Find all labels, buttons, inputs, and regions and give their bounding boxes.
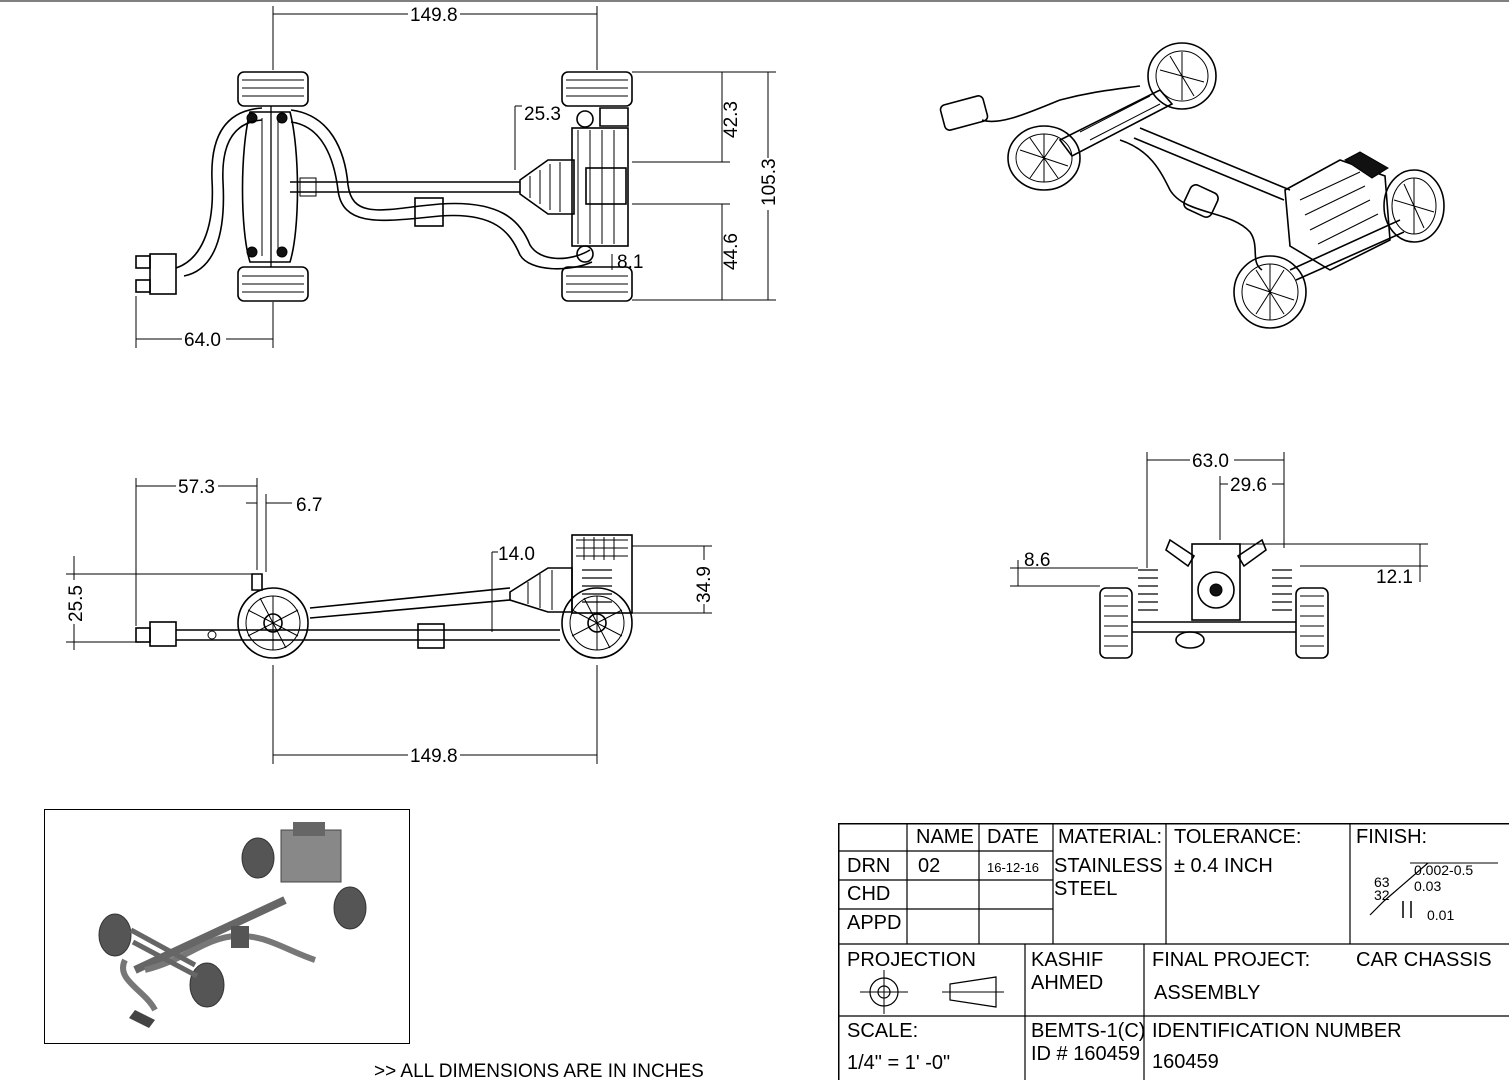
class-id-line2: ID # 160459 bbox=[1031, 1043, 1140, 1065]
finish-roughness-63: 63 bbox=[1374, 874, 1390, 890]
dim-105-3: 105.3 bbox=[759, 158, 780, 206]
finish-label: FINISH: bbox=[1356, 826, 1428, 848]
title-block: NAME DATE MATERIAL: STAINLESS STEEL TOLE… bbox=[838, 823, 1509, 1080]
isometric-shaded-view bbox=[44, 809, 410, 1044]
author-last-name: AHMED bbox=[1031, 972, 1104, 994]
project-label: FINAL PROJECT: bbox=[1152, 949, 1311, 971]
drn-date: 16-12-16 bbox=[987, 860, 1040, 875]
dim-42-3: 42.3 bbox=[721, 101, 742, 138]
front-view: 63.0 29.6 8.6 12.1 bbox=[1010, 450, 1428, 659]
finish-003: 0.03 bbox=[1414, 878, 1442, 894]
appd-label: APPD bbox=[847, 912, 902, 934]
dim-8-1: 8.1 bbox=[617, 252, 643, 273]
dim-6-7: 6.7 bbox=[296, 495, 322, 516]
drn-label: DRN bbox=[847, 855, 891, 877]
dim-44-6: 44.6 bbox=[721, 233, 742, 270]
scale-label: SCALE: bbox=[847, 1020, 919, 1042]
dim-8-6: 8.6 bbox=[1024, 550, 1050, 571]
title-block-grid bbox=[838, 823, 1509, 1080]
dim-57-3: 57.3 bbox=[178, 477, 215, 498]
dim-64-0: 64.0 bbox=[184, 330, 221, 351]
dim-14-0: 14.0 bbox=[498, 544, 535, 565]
dim-34-9: 34.9 bbox=[694, 566, 715, 603]
scale-value: 1/4" = 1' -0" bbox=[847, 1052, 951, 1074]
project-value-line2: ASSEMBLY bbox=[1154, 982, 1261, 1004]
dim-12-1: 12.1 bbox=[1376, 567, 1413, 588]
isometric-wireframe-view bbox=[939, 42, 1445, 329]
dim-wheelbase-top: 149.8 bbox=[410, 5, 458, 26]
finish-roughness-32: 32 bbox=[1374, 887, 1390, 903]
finish-001: 0.01 bbox=[1427, 907, 1455, 923]
drn-name: 02 bbox=[918, 855, 941, 877]
material-value-line1: STAINLESS bbox=[1054, 855, 1163, 877]
author-first-name: KASHIF bbox=[1031, 949, 1104, 971]
tolerance-label: TOLERANCE: bbox=[1174, 826, 1302, 848]
side-view: 57.3 6.7 14.0 25.5 34.9 149.8 bbox=[64, 476, 715, 767]
identification-value: 160459 bbox=[1152, 1051, 1219, 1073]
class-id-line1: BEMTS-1(C) bbox=[1031, 1020, 1146, 1042]
dim-63-0: 63.0 bbox=[1192, 451, 1229, 472]
chd-label: CHD bbox=[847, 883, 891, 905]
first-angle-projection-icon bbox=[860, 970, 1004, 1014]
material-label: MATERIAL: bbox=[1058, 826, 1163, 848]
dim-25-5: 25.5 bbox=[66, 585, 87, 622]
dim-25-3: 25.3 bbox=[524, 104, 561, 125]
finish-range: 0.002-0.5 bbox=[1414, 862, 1474, 878]
name-column-header: NAME bbox=[916, 826, 974, 848]
dim-wheelbase-side: 149.8 bbox=[410, 746, 458, 767]
project-value-line1: CAR CHASSIS bbox=[1356, 949, 1492, 971]
tolerance-value: ± 0.4 INCH bbox=[1174, 855, 1273, 877]
dimensions-note: >> ALL DIMENSIONS ARE IN INCHES bbox=[374, 1061, 704, 1082]
identification-label: IDENTIFICATION NUMBER bbox=[1152, 1020, 1402, 1042]
projection-label: PROJECTION bbox=[847, 949, 976, 971]
shaded-chassis-render bbox=[98, 822, 367, 1028]
top-view: 149.8 25.3 42.3 44.6 105.3 8.1 64.0 bbox=[135, 4, 780, 351]
material-value-line2: STEEL bbox=[1054, 878, 1118, 900]
date-column-header: DATE bbox=[987, 826, 1039, 848]
dim-29-6: 29.6 bbox=[1230, 475, 1267, 496]
